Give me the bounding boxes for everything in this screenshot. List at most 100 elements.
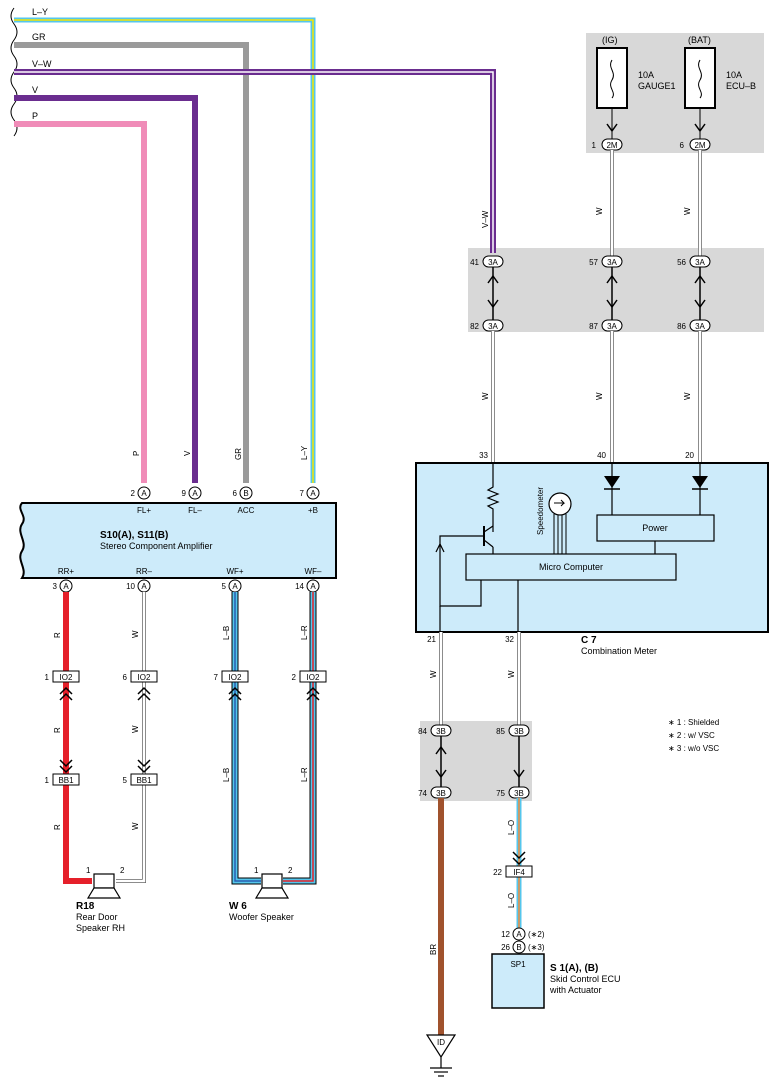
connector-label: 3A	[695, 258, 705, 267]
connector-label: BB1	[136, 776, 152, 785]
wire-label-v: V	[32, 85, 38, 95]
bat-label: (BAT)	[688, 35, 711, 45]
pin-number: 84	[418, 727, 427, 736]
connector-arrow	[512, 851, 526, 866]
pin-number: 74	[418, 789, 427, 798]
connector-label: B	[243, 489, 248, 498]
wire-r	[63, 592, 92, 884]
wire-label-br: BR	[429, 944, 438, 955]
meter-speedo-label: Speedometer	[536, 487, 545, 535]
connector-b	[512, 940, 526, 954]
meter-micro-label: Micro Computer	[539, 562, 603, 572]
pin-number: 20	[685, 451, 694, 460]
pin-number: 6	[233, 489, 238, 498]
skid-name: with Actuator	[549, 985, 602, 995]
wire-label-lo: L–O	[507, 820, 516, 835]
connector-arrow	[606, 123, 618, 133]
note: ∗ 2 : w/ VSC	[668, 731, 715, 740]
amp-pin-label: FL+	[137, 506, 151, 515]
pin-number: 1	[45, 673, 50, 682]
amp-top-connectors	[137, 486, 320, 500]
meter-name: Combination Meter	[581, 646, 657, 656]
connector-label: B	[516, 943, 521, 952]
wire-w-to-3b	[439, 632, 521, 725]
wire-v-w	[14, 69, 496, 253]
connector-label: A	[310, 489, 316, 498]
wire-label-vw: V–W	[481, 210, 490, 228]
wire-label-ly: L–Y	[32, 7, 48, 17]
meter-power-label: Power	[642, 523, 668, 533]
wire-label-w: W	[131, 630, 140, 638]
fuse-ecu-name: ECU–B	[726, 81, 756, 91]
wire-label-gr: GR	[32, 32, 46, 42]
wire-label-vw: V–W	[32, 59, 52, 69]
pin-number: 12	[501, 930, 510, 939]
wire-label-v: V	[183, 450, 192, 456]
wire-label-r: R	[53, 727, 62, 733]
pin-number: 1	[592, 141, 597, 150]
connector-label: IO2	[307, 673, 320, 682]
amp-pin-label: WF–	[305, 567, 322, 576]
variant-note: (∗2)	[528, 930, 545, 939]
fuse-ecu-rating: 10A	[726, 70, 742, 80]
skid-control-ecu	[491, 953, 545, 1009]
pin-number: 56	[677, 258, 686, 267]
pin-number: 9	[182, 489, 187, 498]
wire-label-w: W	[131, 822, 140, 830]
speaker-w6-icon	[254, 873, 290, 899]
amp-id: S10(A), S11(B)	[100, 530, 168, 541]
connector-if4	[505, 865, 533, 878]
ground-id: ID	[437, 1038, 445, 1047]
connector-label: 3B	[514, 727, 524, 736]
variant-note: (∗3)	[528, 943, 545, 952]
speaker-w6-id: W 6	[229, 901, 247, 912]
amp-pin-label: RR–	[136, 567, 153, 576]
connector-label: A	[516, 930, 522, 939]
connector-label: 3A	[607, 322, 617, 331]
connector-label: A	[141, 582, 147, 591]
wire-label-lb: L–B	[222, 626, 231, 640]
pin-number: 57	[589, 258, 598, 267]
pin-number: 1	[254, 866, 259, 875]
connector-label: IO2	[138, 673, 151, 682]
fuse-ecu-b	[684, 47, 716, 109]
connector-label: 2M	[694, 141, 705, 150]
pin-number: 40	[597, 451, 606, 460]
amp-pin-label: +B	[308, 506, 318, 515]
pin-number: 2	[120, 866, 125, 875]
connector-label: 3A	[488, 322, 498, 331]
ig-label: (IG)	[602, 35, 618, 45]
connector-label: A	[232, 582, 238, 591]
pin-number: 75	[496, 789, 505, 798]
connector-label: IF4	[513, 868, 525, 877]
pin-number: 33	[479, 451, 488, 460]
wire-label-lr: L–R	[300, 767, 309, 782]
amp-bottom-connectors	[59, 579, 320, 593]
wire-label-w: W	[507, 670, 516, 678]
jb-3b	[430, 724, 530, 799]
wire-label-p: P	[132, 451, 141, 456]
wire-label-r: R	[53, 632, 62, 638]
pin-number: 87	[589, 322, 598, 331]
pin-number: 7	[300, 489, 305, 498]
connector-label: A	[141, 489, 147, 498]
stereo-amplifier	[19, 502, 337, 579]
wire-label-lr: L–R	[300, 625, 309, 640]
connector-a	[512, 927, 526, 941]
connector-label: 3B	[436, 789, 446, 798]
jb-3a-col3	[694, 262, 706, 322]
pin-number: 6	[123, 673, 128, 682]
pin-number: 86	[677, 322, 686, 331]
speaker-r18-name: Speaker RH	[76, 923, 125, 933]
wire-label-lo: L–O	[507, 893, 516, 908]
pin-number: 1	[45, 776, 50, 785]
amp-pin-label: WF+	[226, 567, 243, 576]
amp-pin-label: ACC	[238, 506, 255, 515]
jb-3a-col1	[487, 262, 499, 322]
connector-label: 3B	[514, 789, 524, 798]
connector-label: 3A	[607, 258, 617, 267]
wire-v	[14, 95, 198, 483]
wire-l-b	[231, 592, 261, 885]
note: ∗ 3 : w/o VSC	[668, 744, 719, 753]
